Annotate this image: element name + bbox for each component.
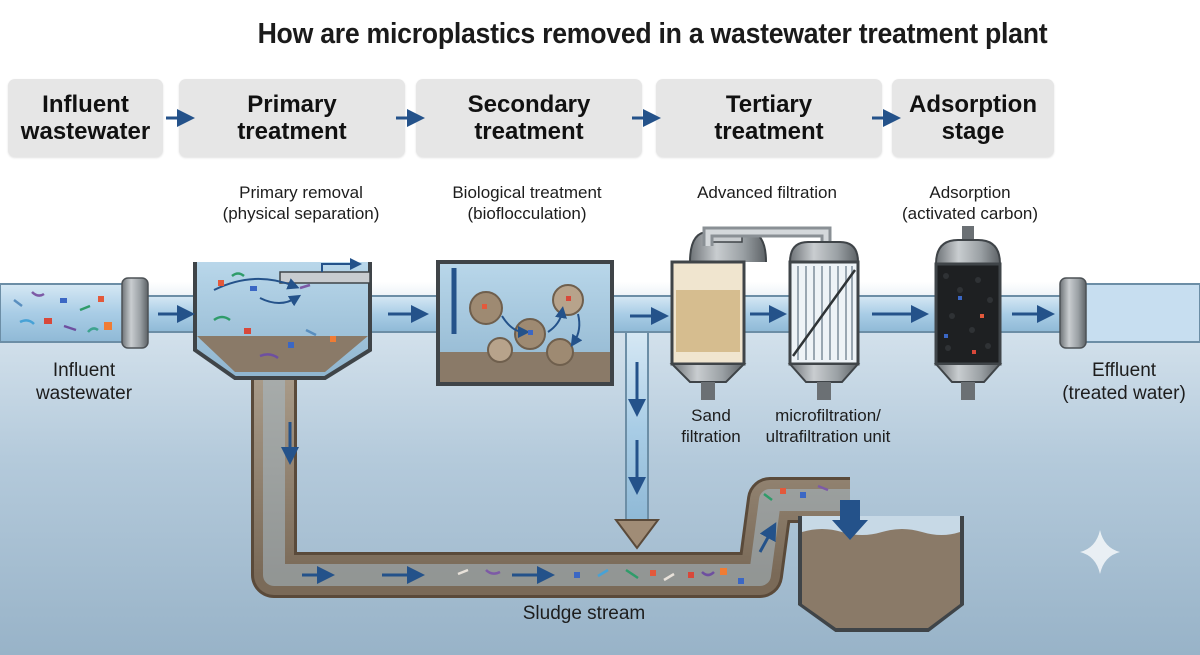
label-primary-removal: Primary removal (physical separation) [196, 182, 406, 224]
return-sludge-pipe [614, 331, 660, 550]
label-adsorption: Adsorption (activated carbon) [880, 182, 1060, 224]
stage-label-line2: treatment [474, 118, 584, 145]
stage-label-line1: Secondary [467, 91, 591, 118]
label-biological-treatment: Biological treatment (bioflocculation) [422, 182, 632, 224]
sparkle-icon [1080, 530, 1120, 574]
label-influent-wastewater: Influent wastewater [14, 359, 154, 405]
main-pipe [0, 283, 1200, 343]
stage-label-line1: Primary [247, 91, 337, 118]
label-line2: filtration [681, 427, 741, 446]
stage-label-line2: treatment [714, 118, 824, 145]
label-line2: (bioflocculation) [467, 204, 587, 223]
label-membrane-unit: microfiltration/ ultrafiltration unit [748, 405, 908, 447]
label-sand-filtration: Sand filtration [676, 405, 746, 447]
stage-label-line2: wastewater [20, 118, 151, 145]
pipe-flanges [121, 277, 1087, 349]
label-line2: (treated water) [1062, 383, 1186, 404]
label-line2: (physical separation) [222, 204, 380, 223]
label-effluent: Effluent (treated water) [1052, 359, 1196, 405]
stage-label-line2: treatment [237, 118, 347, 145]
tertiary-connector [702, 226, 832, 246]
label-line1: Influent [52, 360, 116, 381]
label-line1: Primary removal [239, 183, 363, 202]
label-line2: ultrafiltration unit [765, 427, 891, 446]
label-sludge-stream: Sludge stream [522, 603, 646, 624]
label-line2: wastewater [35, 383, 133, 404]
label-advanced-filtration: Advanced filtration [662, 182, 872, 203]
label-line1: Biological treatment [452, 183, 602, 202]
stage-label-line1: Adsorption [909, 91, 1037, 118]
label-line1: Advanced filtration [697, 183, 837, 202]
page-title: How are microplastics removed in a waste… [257, 18, 1048, 50]
flow-arrows [158, 305, 1055, 584]
activated-carbon-vessel [933, 226, 1003, 400]
primary-clarifier [193, 258, 372, 380]
label-line1: Adsorption [929, 183, 1011, 202]
stage-label-line2: stage [941, 118, 1005, 145]
stage-label-line1: Influent [42, 91, 129, 118]
stage-label-line1: Tertiary [725, 91, 813, 118]
influent-microplastics [13, 291, 112, 333]
secondary-aeration-tank [436, 260, 614, 386]
label-line1: microfiltration/ [775, 406, 881, 425]
membrane-filter-vessel [787, 241, 861, 400]
label-line1: Sand [691, 406, 731, 425]
sludge-stream-pipe [251, 380, 850, 598]
sludge-microplastics [457, 484, 829, 584]
label-line1: Effluent [1091, 360, 1157, 381]
sludge-holding-tank [798, 500, 964, 632]
label-line2: (activated carbon) [901, 204, 1039, 223]
